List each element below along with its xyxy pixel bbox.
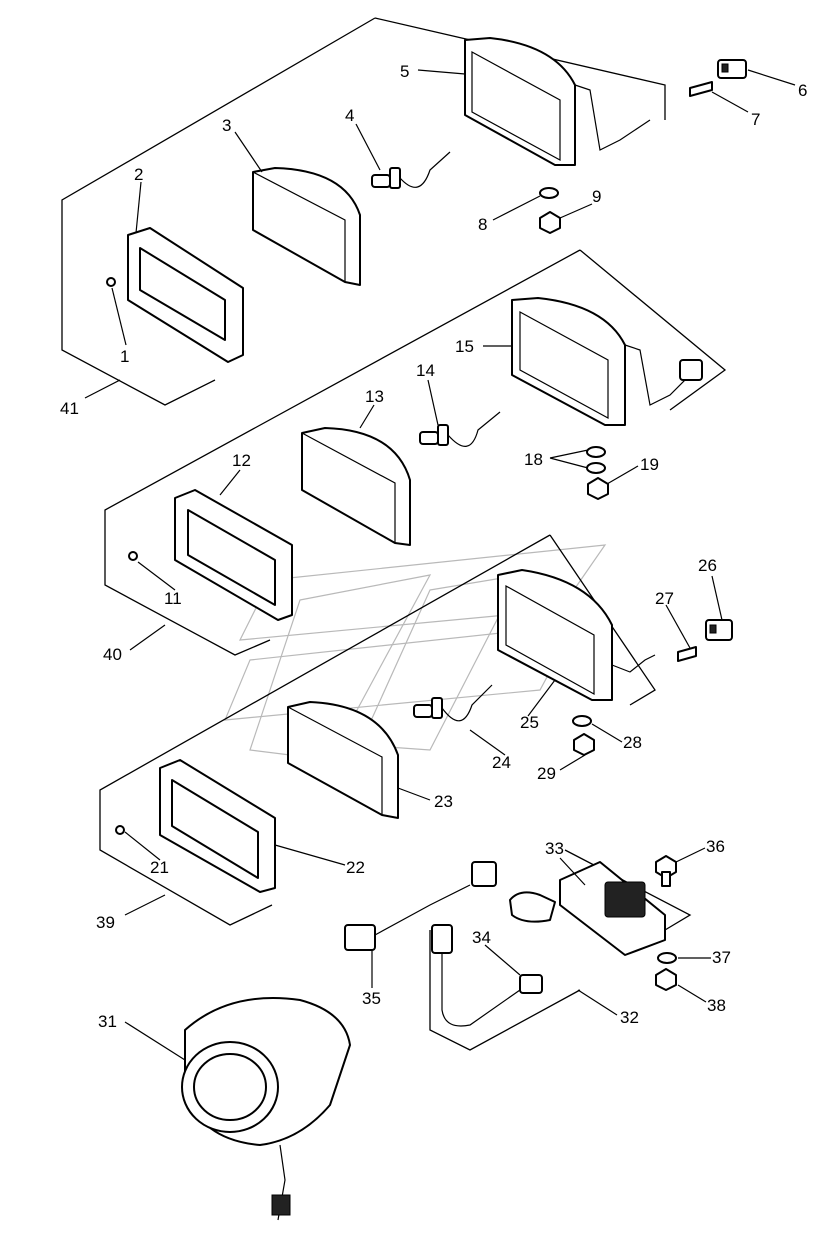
washer-8[interactable] xyxy=(539,187,559,199)
harness-35[interactable] xyxy=(344,861,497,951)
nut-19[interactable] xyxy=(587,477,609,500)
callout-13: 13 xyxy=(365,387,384,406)
callout-21: 21 xyxy=(150,858,169,877)
lens-23[interactable] xyxy=(287,701,399,819)
callout-39: 39 xyxy=(96,913,115,932)
callout-26: 26 xyxy=(698,556,717,575)
callout-2: 2 xyxy=(134,165,143,184)
washer-37[interactable] xyxy=(657,952,677,964)
callout-5: 5 xyxy=(400,62,409,81)
bezel-frame-2[interactable] xyxy=(127,227,244,363)
assembly-frame-39 xyxy=(99,534,656,926)
callout-14: 14 xyxy=(416,361,435,380)
assembly-frame-40 xyxy=(104,249,727,656)
callout-3: 3 xyxy=(222,116,231,135)
callout-34: 34 xyxy=(472,928,491,947)
screw-11[interactable] xyxy=(128,551,138,561)
washers-18[interactable] xyxy=(586,446,606,474)
work-lamp-15[interactable] xyxy=(511,297,703,426)
callout-12: 12 xyxy=(232,451,251,470)
callout-24: 24 xyxy=(492,753,511,772)
nut-29[interactable] xyxy=(573,733,595,756)
callout-4: 4 xyxy=(345,106,354,125)
bulb-14[interactable] xyxy=(419,411,501,447)
callout-25: 25 xyxy=(520,713,539,732)
callout-18: 18 xyxy=(524,450,543,469)
harness-34[interactable] xyxy=(431,924,543,1027)
bolt-36[interactable] xyxy=(655,855,677,887)
callout-27: 27 xyxy=(655,589,674,608)
callout-33: 33 xyxy=(545,839,564,858)
bulb-24[interactable] xyxy=(413,684,493,722)
callout-8: 8 xyxy=(478,215,487,234)
callout-41: 41 xyxy=(60,399,79,418)
washer-28[interactable] xyxy=(572,715,592,727)
callout-22: 22 xyxy=(346,858,365,877)
callout-15: 15 xyxy=(455,337,474,356)
callout-6: 6 xyxy=(798,81,807,100)
callout-38: 38 xyxy=(707,996,726,1015)
callout-29: 29 xyxy=(537,764,556,783)
callout-32: 32 xyxy=(620,1008,639,1027)
work-lamp-5[interactable] xyxy=(464,37,651,166)
bulb-4[interactable] xyxy=(371,151,451,189)
bezel-frame-12[interactable] xyxy=(174,489,293,621)
callout-23: 23 xyxy=(434,792,453,811)
callout-7: 7 xyxy=(751,110,760,129)
lens-3[interactable] xyxy=(252,167,361,286)
callout-11: 11 xyxy=(164,589,182,608)
callout-40: 40 xyxy=(103,645,122,664)
terminal-7[interactable] xyxy=(689,81,713,97)
callout-37: 37 xyxy=(712,948,731,967)
connector-6[interactable] xyxy=(717,59,747,79)
callout-labels: 1 2 3 4 5 6 7 8 9 41 11 12 13 14 15 18 1… xyxy=(60,62,807,1031)
screw-1[interactable] xyxy=(106,277,116,287)
bezel-frame-22[interactable] xyxy=(159,759,276,893)
work-lamp-31[interactable] xyxy=(181,997,351,1221)
callout-9: 9 xyxy=(592,187,601,206)
callout-28: 28 xyxy=(623,733,642,752)
nut-38[interactable] xyxy=(655,968,677,991)
terminal-27[interactable] xyxy=(677,646,697,662)
callout-36: 36 xyxy=(706,837,725,856)
screw-21[interactable] xyxy=(115,825,125,835)
connector-26[interactable] xyxy=(705,619,733,641)
callout-19: 19 xyxy=(640,455,659,474)
work-lamp-25[interactable] xyxy=(497,569,656,701)
callout-1: 1 xyxy=(120,347,129,366)
control-module-33[interactable] xyxy=(509,861,666,956)
callout-35: 35 xyxy=(362,989,381,1008)
nut-9[interactable] xyxy=(539,211,561,234)
lens-13[interactable] xyxy=(301,427,411,546)
callout-31: 31 xyxy=(98,1012,117,1031)
leader-lines xyxy=(84,69,796,1061)
